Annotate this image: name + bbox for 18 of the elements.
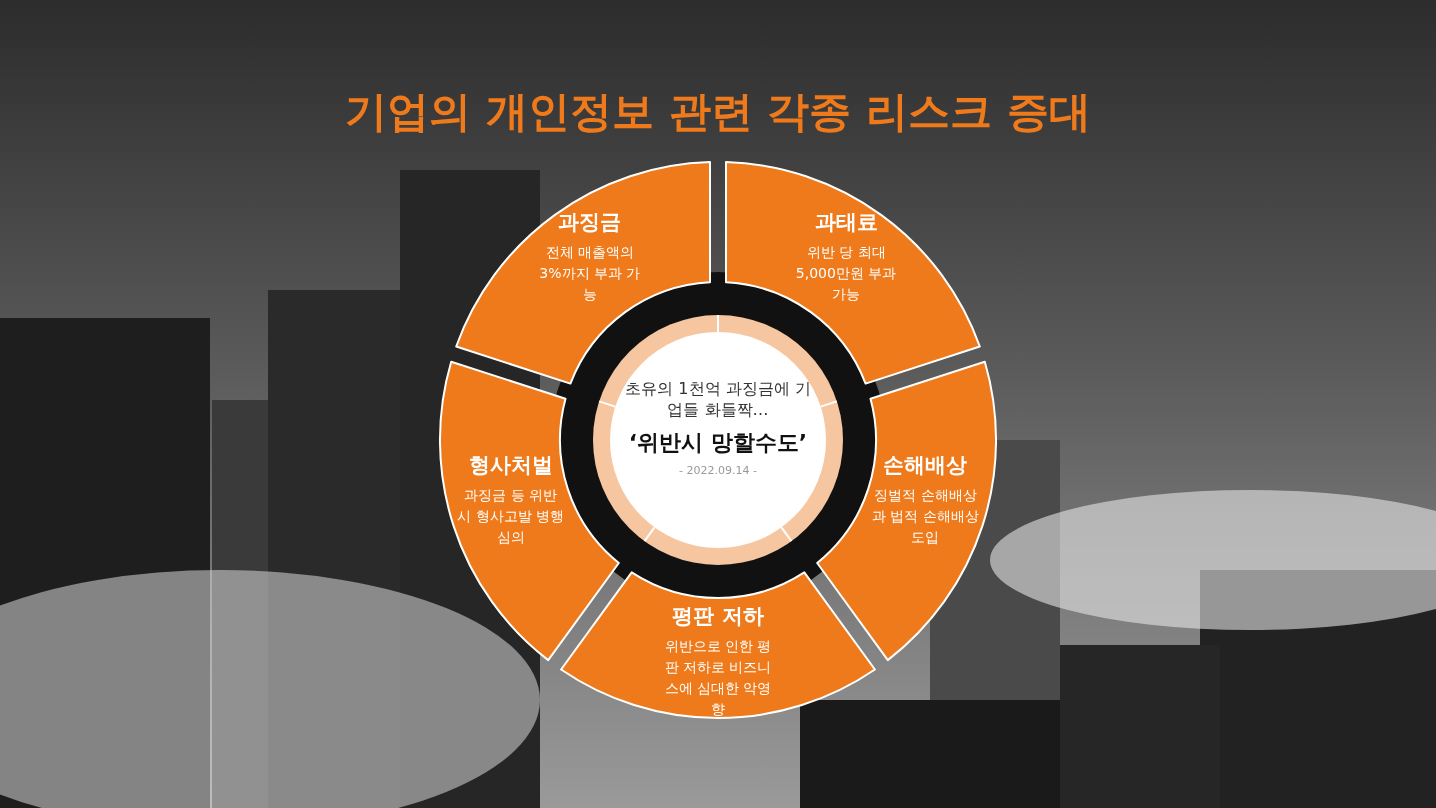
ring-segment [438, 359, 621, 663]
segment-text: 전체 매출액의 3%까지 부과 가능 [538, 242, 642, 304]
segment-title: 과태료 [813, 208, 879, 236]
segment-text: 징벌적 손해배상과 법적 손해배상 도입 [871, 486, 980, 548]
segment-text: 위반 당 최대 5,000만원 부과 가능 [794, 242, 898, 304]
source-date: - 2022.09.14 - [678, 463, 758, 479]
ring-segment [815, 359, 998, 663]
segment-title: 손해배상 [882, 452, 969, 480]
center-circle [592, 314, 844, 566]
headline-text: 초유의 1천억 과징금에 기업들 화들짝… [624, 378, 812, 420]
segment-text: 위반으로 인한 평판 저하로 비즈니스에 심대한 악영향 [664, 637, 772, 719]
segment-title: 평판 저하 [671, 603, 765, 630]
quote-text: ‘위반시 망할수도’ [627, 429, 809, 457]
segment-text: 과징금 등 위반 시 형사고발 병행 심의 [456, 486, 565, 548]
ring-segment [559, 570, 877, 720]
title: 기업의 개인정보 관련 각종 리스크 증대 [344, 86, 1092, 138]
segment-title: 형사처벌 [467, 452, 554, 480]
segment-title: 과징금 [557, 208, 623, 236]
